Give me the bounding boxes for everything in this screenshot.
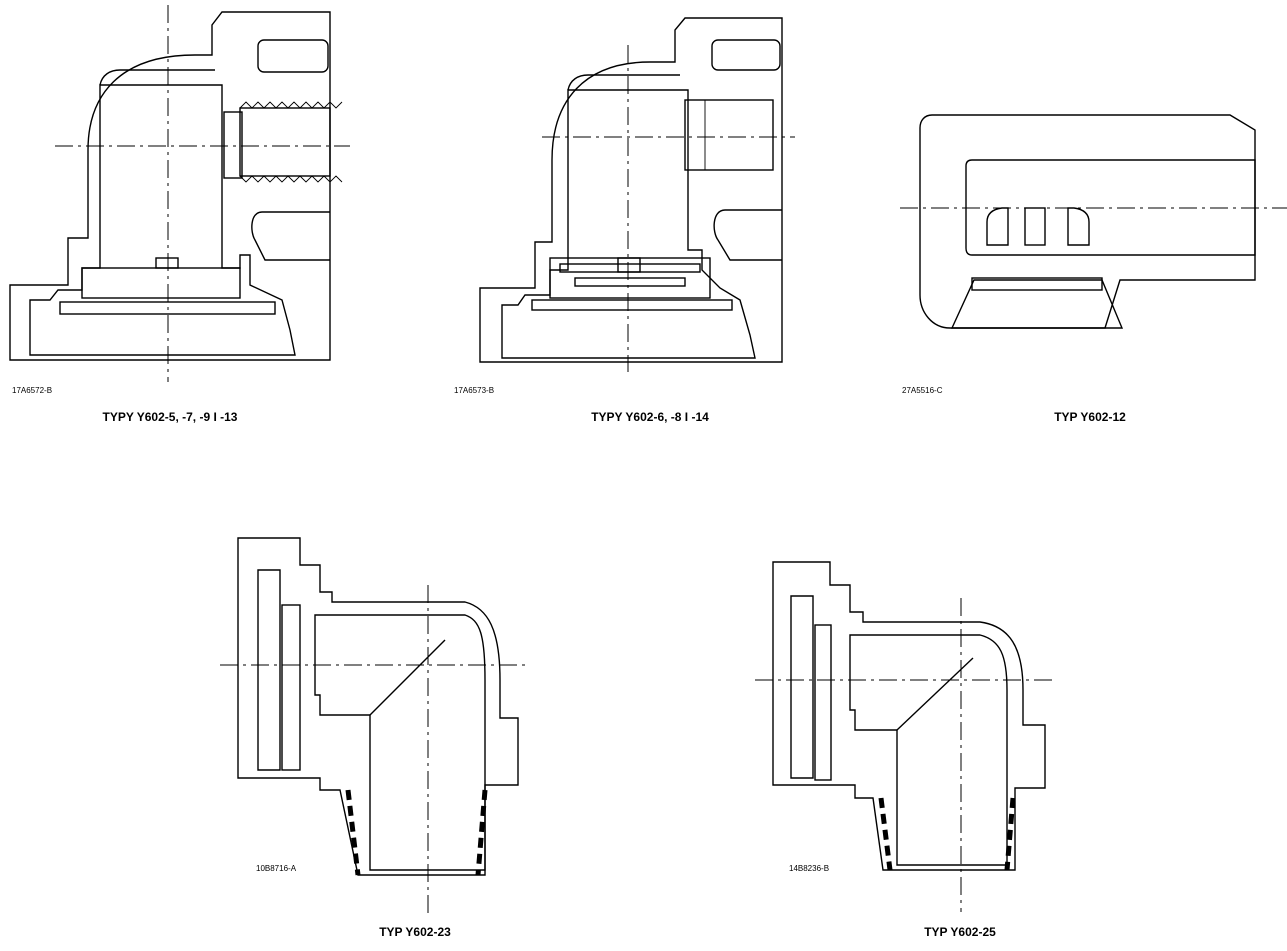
figure-y602-25: 14B8236-B TYP Y602-25 bbox=[755, 530, 1075, 951]
figure-y602-6: 17A6573-B TYPY Y602-6, -8 I -14 bbox=[440, 0, 820, 430]
drawing-code: 17A6572-B bbox=[12, 386, 53, 395]
drawing-code: 14B8236-B bbox=[789, 864, 830, 873]
section-drawing-y602-25 bbox=[755, 561, 1055, 912]
figure-caption: TYPY Y602-6, -8 I -14 bbox=[591, 410, 709, 424]
figure-y602-23: 10B8716-A TYP Y602-23 bbox=[220, 520, 540, 951]
drawing-code: 17A6573-B bbox=[454, 386, 495, 395]
figure-y602-12: 27A5516-C TYP Y602-12 bbox=[890, 0, 1287, 430]
figure-caption: TYP Y602-23 bbox=[379, 925, 451, 939]
drawing-code: 10B8716-A bbox=[256, 864, 297, 873]
figure-caption: TYPY Y602-5, -7, -9 I -13 bbox=[102, 410, 238, 424]
drawing-code: 27A5516-C bbox=[902, 386, 943, 395]
section-drawing-y602-5 bbox=[9, 5, 350, 382]
figure-caption: TYP Y602-12 bbox=[1054, 410, 1126, 424]
section-drawing-y602-23 bbox=[220, 537, 530, 915]
figure-caption: TYP Y602-25 bbox=[924, 925, 996, 939]
section-drawing-y602-12 bbox=[900, 114, 1287, 329]
figure-y602-5: 17A6572-B TYPY Y602-5, -7, -9 I -13 bbox=[0, 0, 360, 430]
section-drawing-y602-6 bbox=[479, 17, 795, 372]
